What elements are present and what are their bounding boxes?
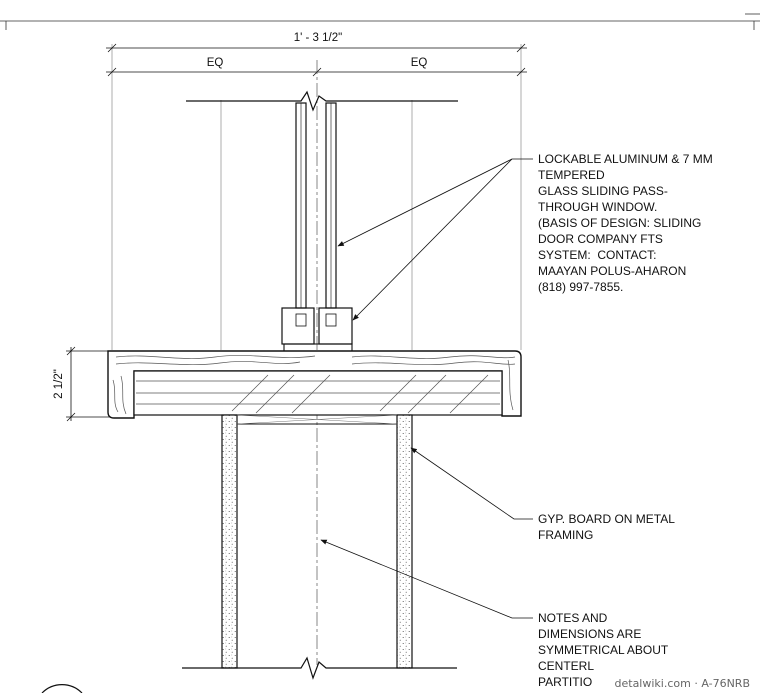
symmetry-note: NOTES AND DIMENSIONS ARE SYMMETRICAL ABO… — [538, 611, 669, 689]
sheet-border — [0, 13, 760, 30]
wall-note: GYP. BOARD ON METAL FRAMING — [538, 512, 675, 542]
right-eq-label: EQ — [411, 57, 428, 69]
leader-lines — [320, 158, 533, 619]
counter-thickness-label: 2 1/2" — [53, 369, 65, 399]
partition-wall — [221, 414, 413, 669]
extension-lines — [111, 44, 522, 350]
window-note: LOCKABLE ALUMINUM & 7 MM TEMPERED GLASS … — [538, 152, 713, 294]
overall-dimension-label: 1' - 3 1/2" — [294, 32, 342, 44]
watermark: detalwiki.com · A-76NRB — [612, 677, 752, 690]
detail-marker — [41, 684, 83, 693]
floor-line — [182, 656, 457, 680]
ceiling-line — [186, 90, 458, 112]
wood-counter — [107, 350, 522, 419]
sliding-glass-window — [281, 102, 353, 369]
left-eq-label: EQ — [207, 57, 224, 69]
